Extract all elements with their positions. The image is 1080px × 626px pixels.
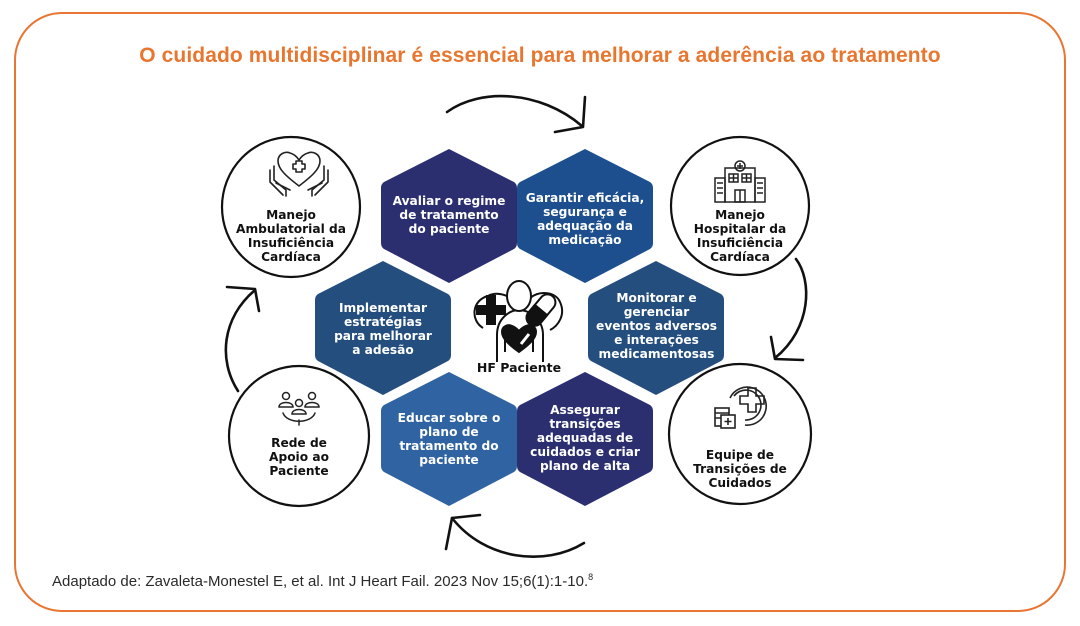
hexagon-bottom-left [381, 372, 517, 506]
hexagon-shapes [315, 149, 724, 506]
hexagon-middle-left [315, 261, 451, 395]
arrow-top-icon [445, 94, 587, 134]
arrow-right-icon [769, 257, 808, 362]
care-transition-icon [714, 386, 767, 429]
hexagon-top-left [381, 149, 517, 283]
hospital-icon [714, 160, 766, 203]
hexagon-bottom-right [517, 372, 653, 506]
support-network-icon [278, 391, 320, 426]
page-title: O cuidado multidisciplinar é essencial p… [139, 44, 941, 67]
circle-transitions [667, 362, 813, 506]
arrow-left-icon [224, 285, 261, 393]
citation: Adaptado de: Zavaleta-Monestel E, et al.… [52, 572, 593, 590]
center-label: HF Paciente [476, 360, 562, 375]
hexagon-top-right [517, 149, 653, 283]
circle-support [227, 364, 371, 508]
patient-heart-pill-icon [473, 280, 564, 362]
circle-outpatient [220, 135, 362, 279]
circle-hospital [669, 135, 811, 277]
heart-hands-icon [269, 151, 329, 197]
citation-superscript: 8 [588, 572, 594, 582]
hexagon-middle-right [588, 261, 724, 395]
arrow-bottom-icon [444, 513, 586, 559]
citation-text: Adaptado de: Zavaleta-Monestel E, et al.… [52, 573, 589, 590]
